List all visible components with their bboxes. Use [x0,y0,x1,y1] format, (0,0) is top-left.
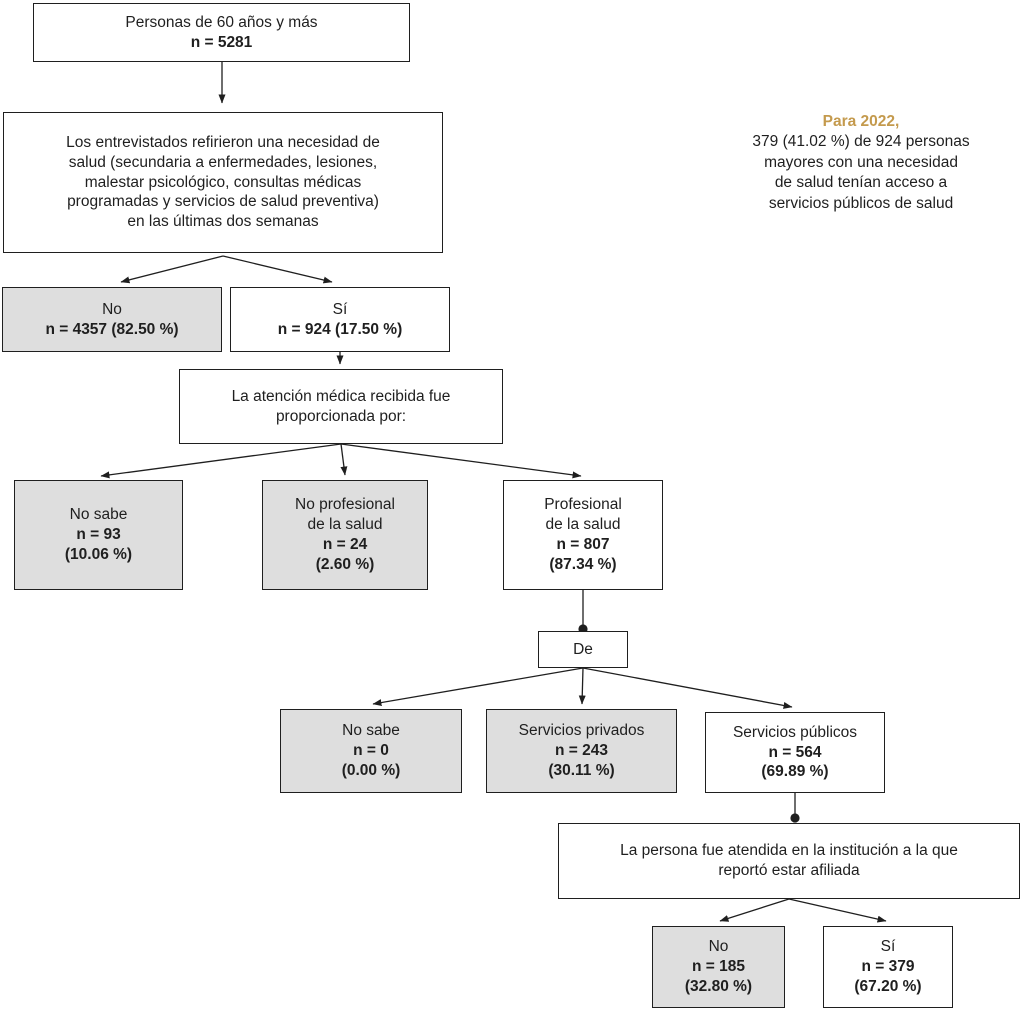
provider-professional-pct: (87.34 %) [549,555,617,573]
arrow-care-to-noprofesional [340,443,348,476]
provider-professional-label: de la salud [545,516,621,534]
care-line: La atención médica recibida fue [231,387,451,405]
need-line: salud (secundaria a enfermedades, lesion… [68,153,378,171]
institution-line: La persona fue atendida en la institució… [620,842,958,860]
node-root-n: n = 5281 [190,33,253,51]
not-affiliated-n: n = 185 [692,958,745,975]
node-root: Personas de 60 años y más n = 5281 [33,3,410,62]
arrow-care-to-nosabe [100,443,342,479]
junction-dot-institucion [790,813,800,823]
need-line: malestar psicológico, consultas médicas [84,173,362,191]
private-services-n: n = 243 [555,742,608,759]
annotation-line: 379 (41.02 %) de 924 personas [752,133,970,151]
node-health-need: Los entrevistados refirieron una necesid… [3,112,443,253]
node-not-affiliated: No n = 185 (32.80 %) [652,926,785,1008]
annotation-2022: Para 2022, 379 (41.02 %) de 924 personas… [700,112,1022,214]
provider-nonprofessional-pct: (2.60 %) [315,555,375,573]
source-unknown-pct: (0.00 %) [341,761,401,779]
annotation-line: servicios públicos de salud [768,194,954,212]
provider-professional-label: Profesional [544,496,622,514]
affiliated-pct: (67.20 %) [854,977,922,995]
provider-unknown-pct: (10.06 %) [64,545,133,563]
source-unknown-label: No sabe [342,722,400,740]
private-services-pct: (30.11 %) [548,761,615,779]
arrow-institucion-to-no [719,898,790,922]
arrow-institucion-to-si [788,898,887,923]
affiliated-label: Sí [880,938,896,956]
node-institution-question: La persona fue atendida en la institució… [558,823,1020,899]
annotation-line: de salud tenían acceso a [774,174,948,192]
arrow-de-to-nosabe [372,667,584,707]
source-unknown-n: n = 0 [353,742,389,759]
institution-line: reportó estar afiliada [718,862,860,879]
node-de: De [538,631,628,668]
arrow-need-to-si [222,255,333,284]
provider-professional-n: n = 807 [556,536,610,553]
node-de-label: De [573,640,593,658]
node-yes-need-n: n = 924 (17.50 %) [277,320,403,338]
node-provider-nonprofessional: No profesional de la salud n = 24 (2.60 … [262,480,428,590]
provider-nonprofessional-n: n = 24 [322,536,368,553]
public-services-label: Servicios públicos [732,723,858,741]
node-provider-professional: Profesional de la salud n = 807 (87.34 %… [503,480,663,590]
node-no-need-n: n = 4357 (82.50 %) [45,320,179,338]
public-services-pct: (69.89 %) [761,763,829,781]
not-affiliated-pct: (32.80 %) [684,977,753,995]
node-affiliated: Sí n = 379 (67.20 %) [823,926,953,1008]
node-yes-need-label: Sí [332,300,348,318]
node-public-services: Servicios públicos n = 564 (69.89 %) [705,712,885,793]
annotation-title: Para 2022, [822,113,900,130]
node-source-unknown: No sabe n = 0 (0.00 %) [280,709,462,793]
node-no-need-label: No [102,300,122,318]
node-root-label: Personas de 60 años y más [125,13,318,31]
provider-unknown-label: No sabe [69,506,128,524]
affiliated-n: n = 379 [861,958,915,975]
need-line: en las últimas dos semanas [127,213,319,231]
need-line: Los entrevistados refirieron una necesid… [66,133,380,151]
provider-nonprofessional-label: de la salud [307,516,383,534]
public-services-n: n = 564 [768,743,822,761]
node-no-need: No n = 4357 (82.50 %) [2,287,222,352]
private-services-label: Servicios privados [518,722,645,740]
not-affiliated-label: No [708,938,729,956]
node-private-services: Servicios privados n = 243 (30.11 %) [486,709,677,793]
provider-unknown-n: n = 93 [76,526,121,543]
arrow-de-to-publicos [582,667,793,709]
need-line: programadas y servicios de salud prevent… [67,193,379,211]
node-care-provider-question: La atención médica recibida fue proporci… [179,369,503,444]
arrow-need-to-no [120,255,224,284]
arrow-de-to-privados [578,667,586,705]
node-yes-need: Sí n = 924 (17.50 %) [230,287,450,352]
node-provider-unknown: No sabe n = 93 (10.06 %) [14,480,183,590]
provider-nonprofessional-label: No profesional [295,496,395,514]
care-line: proporcionada por: [275,407,407,425]
arrow-care-to-profesional [340,443,582,479]
annotation-line: mayores con una necesidad [764,153,958,171]
